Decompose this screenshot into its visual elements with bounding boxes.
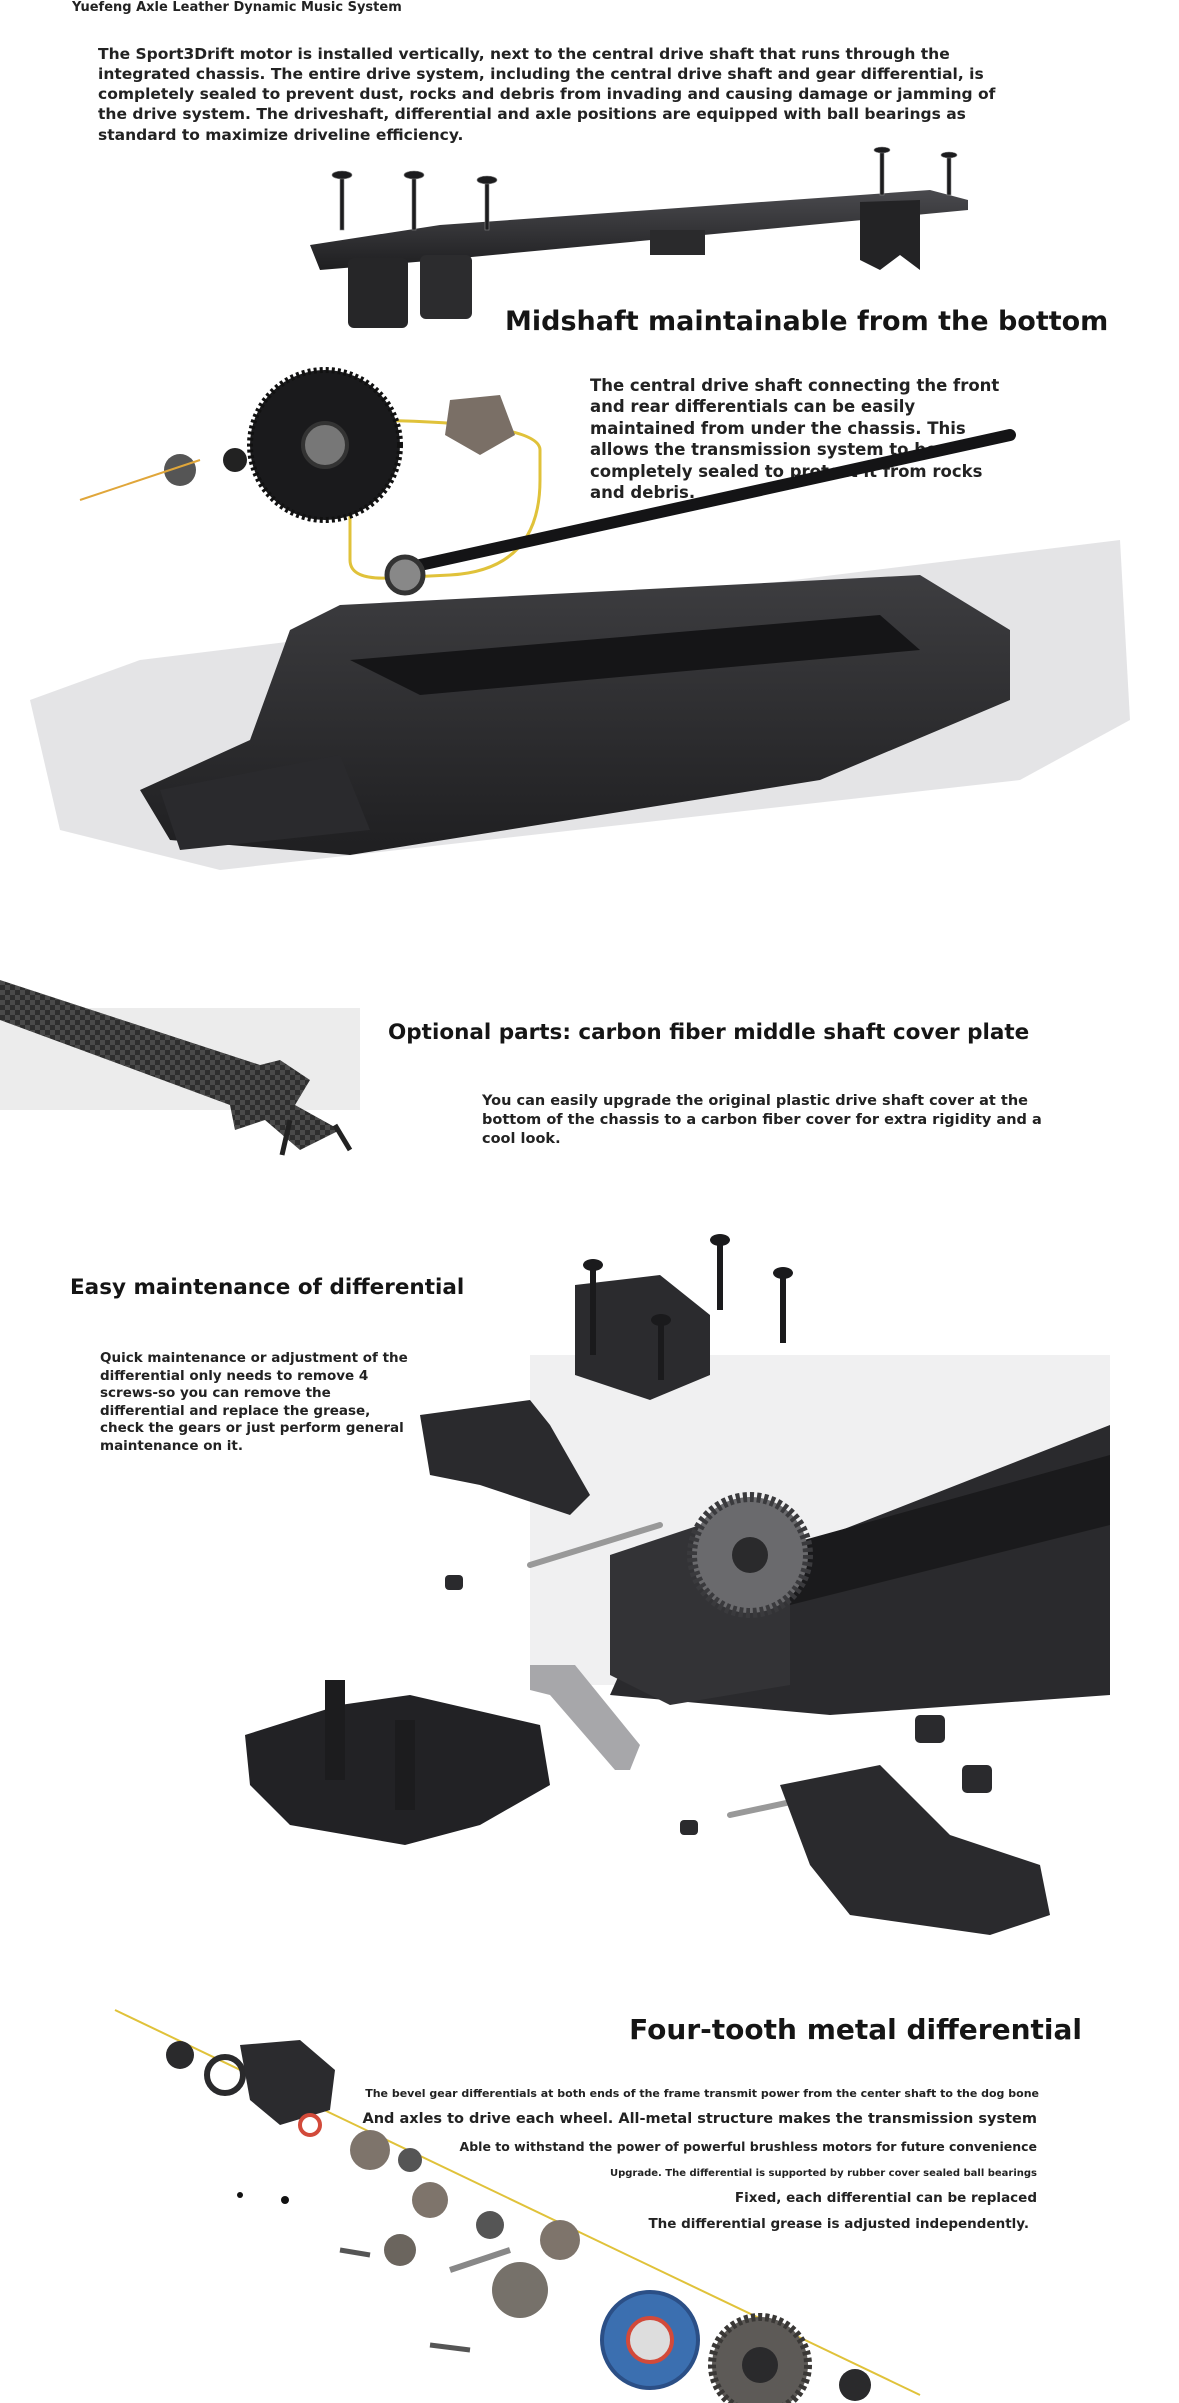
midshaft-chassis-illustration bbox=[30, 367, 1130, 870]
carbon-heading: Optional parts: carbon fiber middle shaf… bbox=[388, 1020, 1030, 1045]
differential-maintenance-heading: Easy maintenance of differential bbox=[70, 1275, 465, 1300]
metal-differential-line-1: The bevel gear differentials at both end… bbox=[365, 2087, 1039, 2100]
metal-differential-line-6: The differential grease is adjusted inde… bbox=[648, 2216, 1029, 2232]
midshaft-heading: Midshaft maintainable from the bottom bbox=[505, 306, 1109, 337]
metal-differential-heading: Four-tooth metal differential bbox=[629, 2013, 1082, 2046]
metal-differential-line-3: Able to withstand the power of powerful … bbox=[459, 2139, 1037, 2154]
midshaft-paragraph: The central drive shaft connecting the f… bbox=[590, 376, 1000, 503]
page-title: Yuefeng Axle Leather Dynamic Music Syste… bbox=[72, 0, 402, 15]
metal-differential-line-2: And axles to drive each wheel. All-metal… bbox=[362, 2111, 1038, 2127]
intro-paragraph: The Sport3Drift motor is installed verti… bbox=[98, 45, 996, 144]
metal-differential-line-4: Upgrade. The differential is supported b… bbox=[609, 2168, 1037, 2179]
top-plate-illustration bbox=[310, 146, 968, 328]
carbon-paragraph: You can easily upgrade the original plas… bbox=[482, 1093, 1042, 1147]
metal-differential-line-5: Fixed, each differential can be replaced bbox=[734, 2190, 1037, 2206]
metal-differential-illustration bbox=[114, 2009, 921, 2403]
differential-maintenance-paragraph: Quick maintenance or adjustment of the d… bbox=[100, 1350, 408, 1454]
carbon-cover-illustration bbox=[0, 980, 360, 1156]
differential-housing-illustration bbox=[245, 1234, 1110, 1935]
